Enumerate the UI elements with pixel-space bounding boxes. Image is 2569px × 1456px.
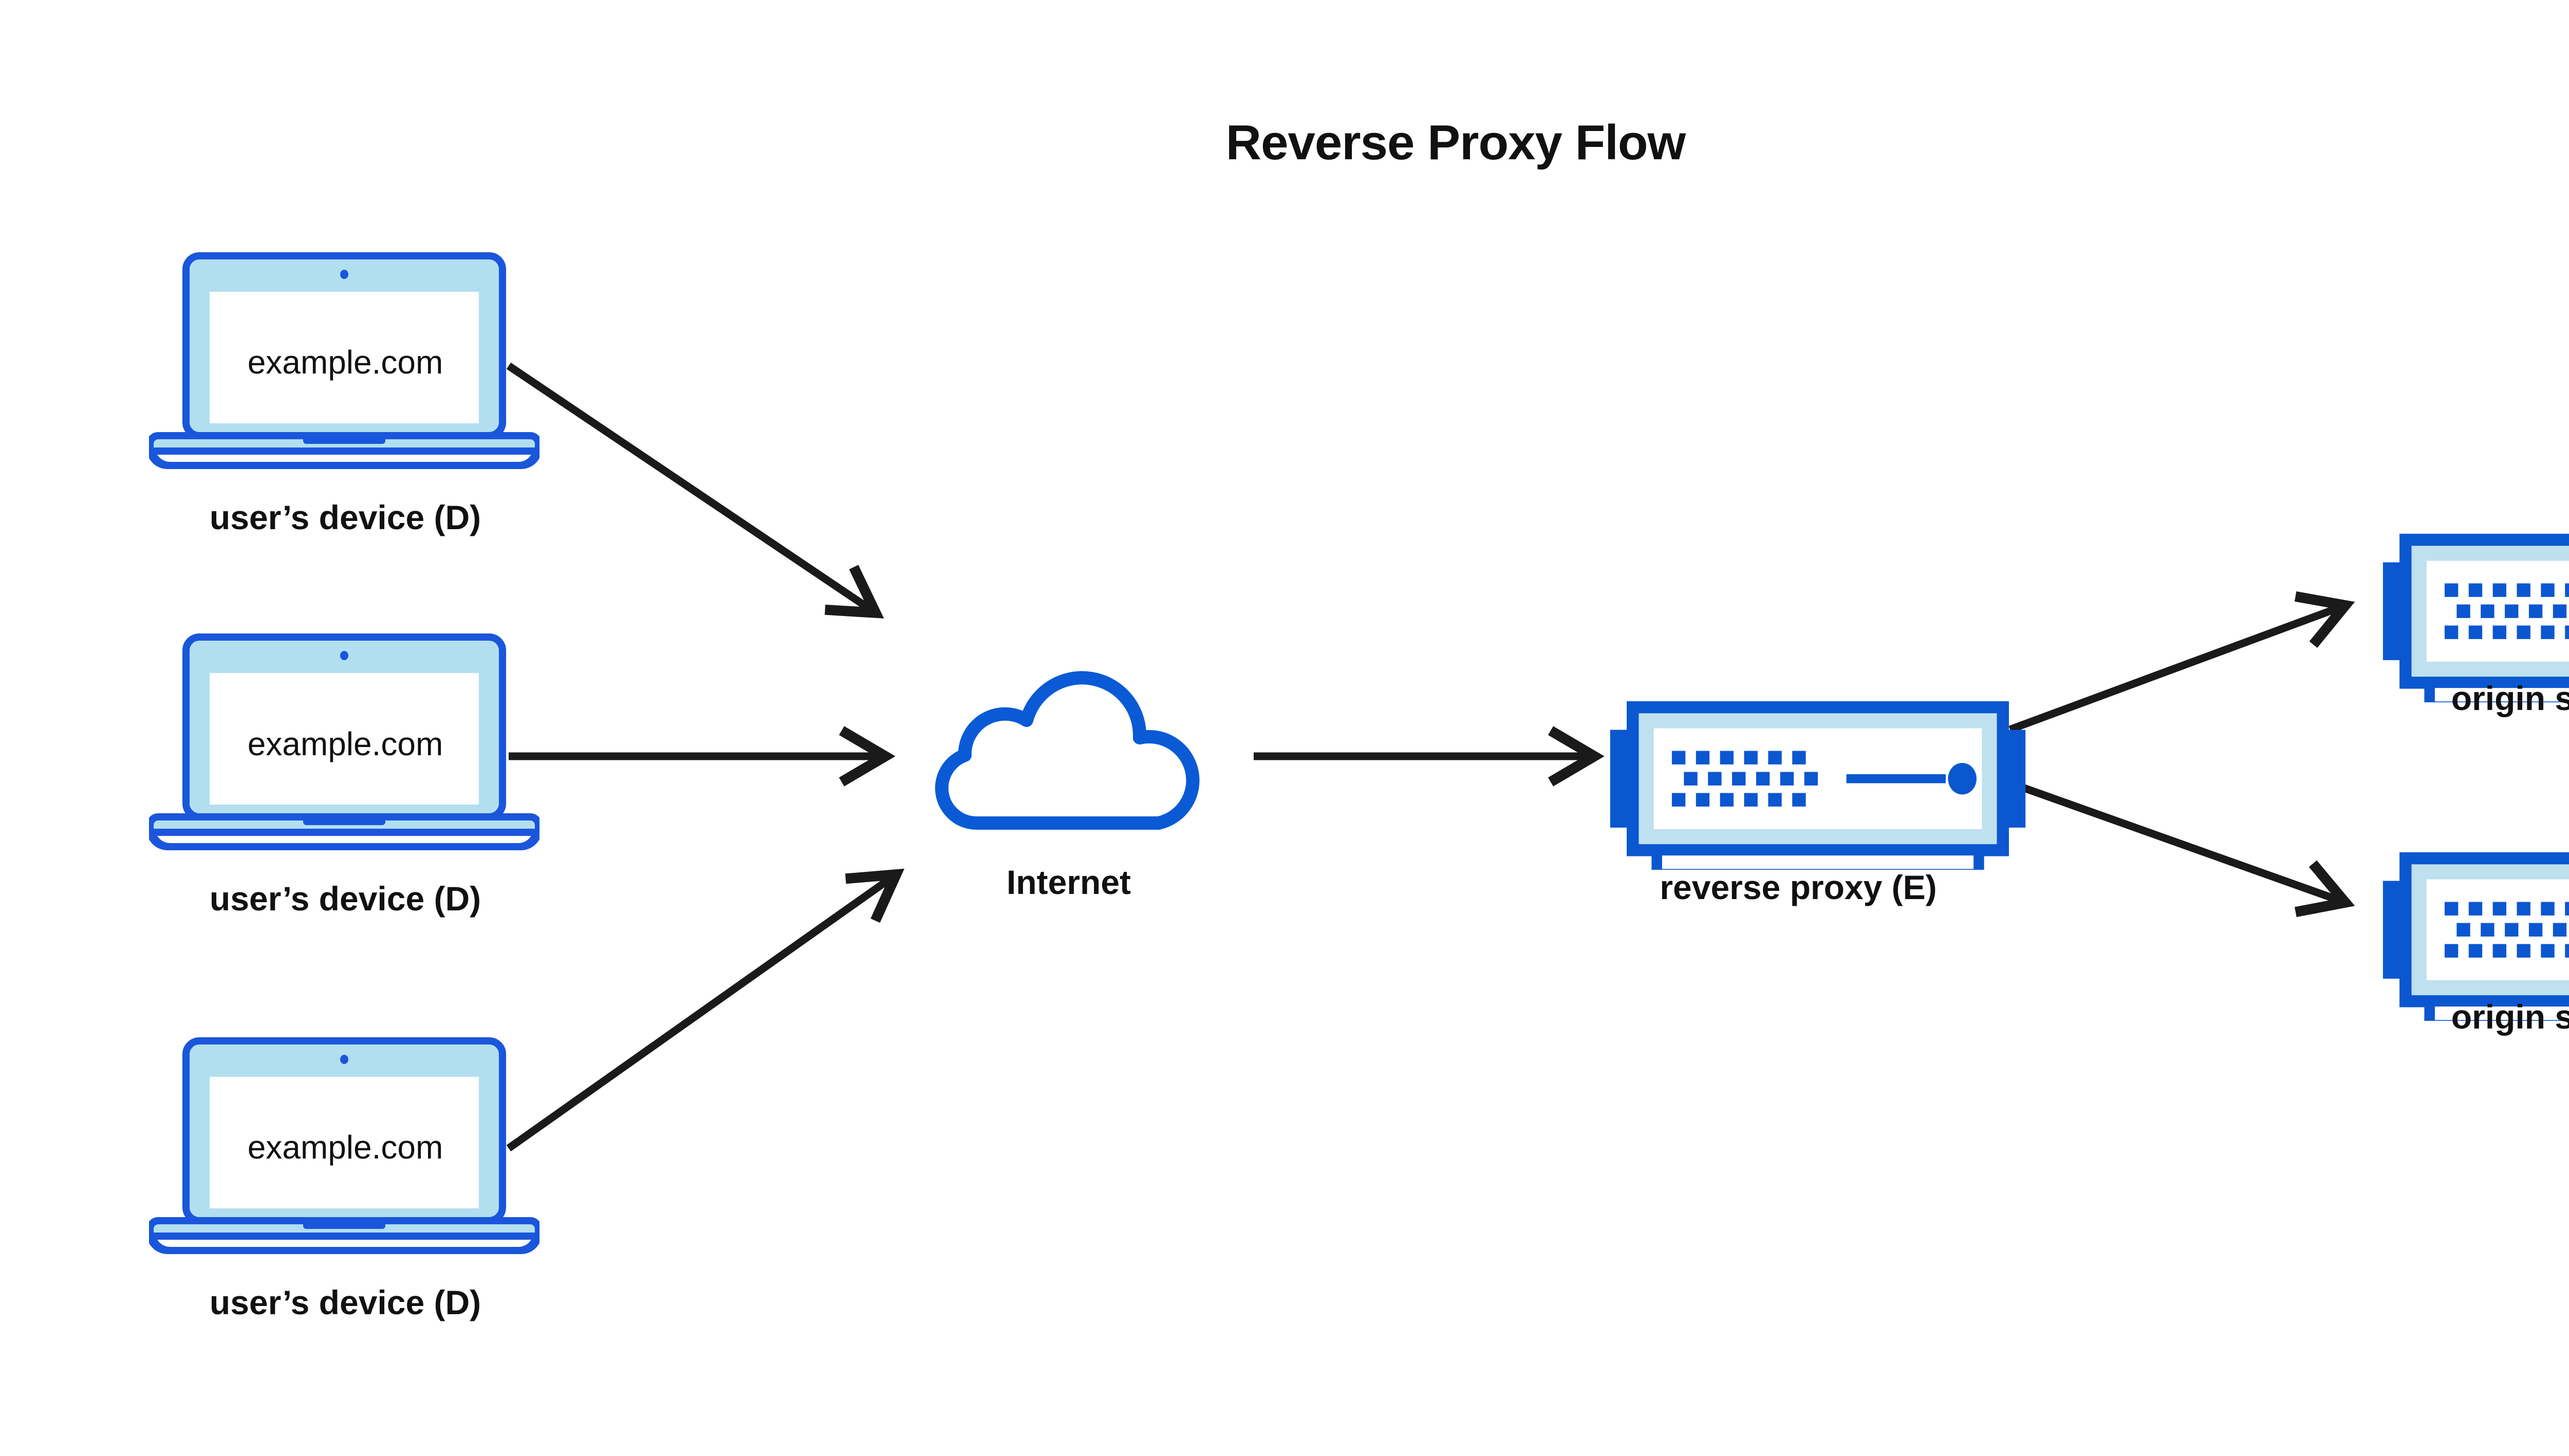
server-icon [1610, 707, 2025, 874]
device-2-label: user’s device (D) [210, 880, 481, 918]
reverse-proxy-label: reverse proxy (E) [1660, 868, 1937, 906]
node-device-2[interactable]: example.com user’s device (D) [150, 637, 538, 918]
device-3-screen-text: example.com [248, 1129, 443, 1166]
device-1-screen-text: example.com [248, 344, 443, 381]
device-1-label: user’s device (D) [210, 498, 481, 536]
edge-device1-internet [506, 362, 884, 619]
connectors-layer [506, 362, 2355, 1152]
edge-proxy-origin2 [2008, 779, 2355, 918]
origin-2-label: origin server (F) [2451, 998, 2569, 1036]
node-internet[interactable]: Internet [942, 678, 1193, 901]
origin-1-label: origin server (F) [2451, 679, 2569, 717]
node-device-1[interactable]: example.com user’s device (D) [150, 256, 538, 536]
edge-proxy-origin1 [2008, 591, 2355, 734]
node-reverse-proxy[interactable]: reverse proxy (E) [1610, 707, 2025, 906]
device-3-label: user’s device (D) [210, 1283, 481, 1321]
node-device-3[interactable]: example.com user’s device (D) [150, 1041, 538, 1321]
diagram-title: Reverse Proxy Flow [1226, 115, 1686, 170]
device-2-screen-text: example.com [248, 725, 443, 762]
node-origin-2[interactable]: origin server (F) [2383, 858, 2569, 1036]
node-origin-1[interactable]: origin server (F) [2383, 540, 2569, 717]
internet-label: Internet [1007, 863, 1131, 901]
edge-device3-internet [506, 868, 905, 1152]
